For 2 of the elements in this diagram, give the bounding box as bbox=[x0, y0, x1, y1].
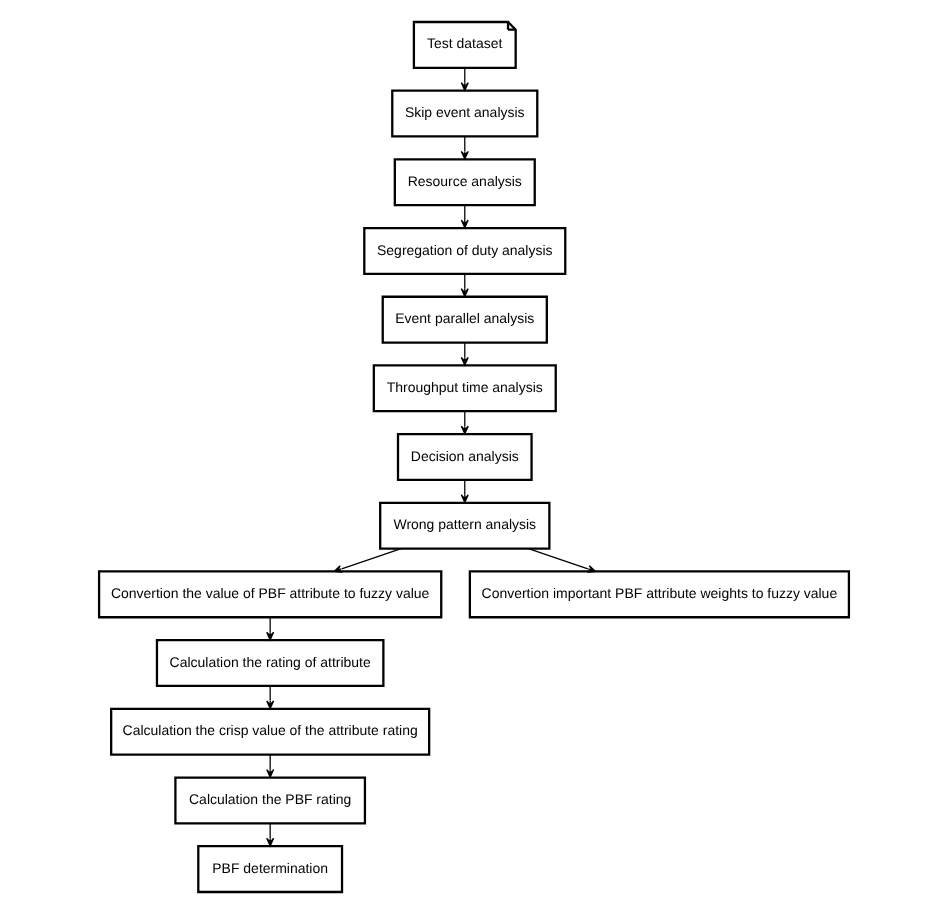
arrow bbox=[333, 548, 402, 573]
arrow bbox=[527, 548, 597, 573]
